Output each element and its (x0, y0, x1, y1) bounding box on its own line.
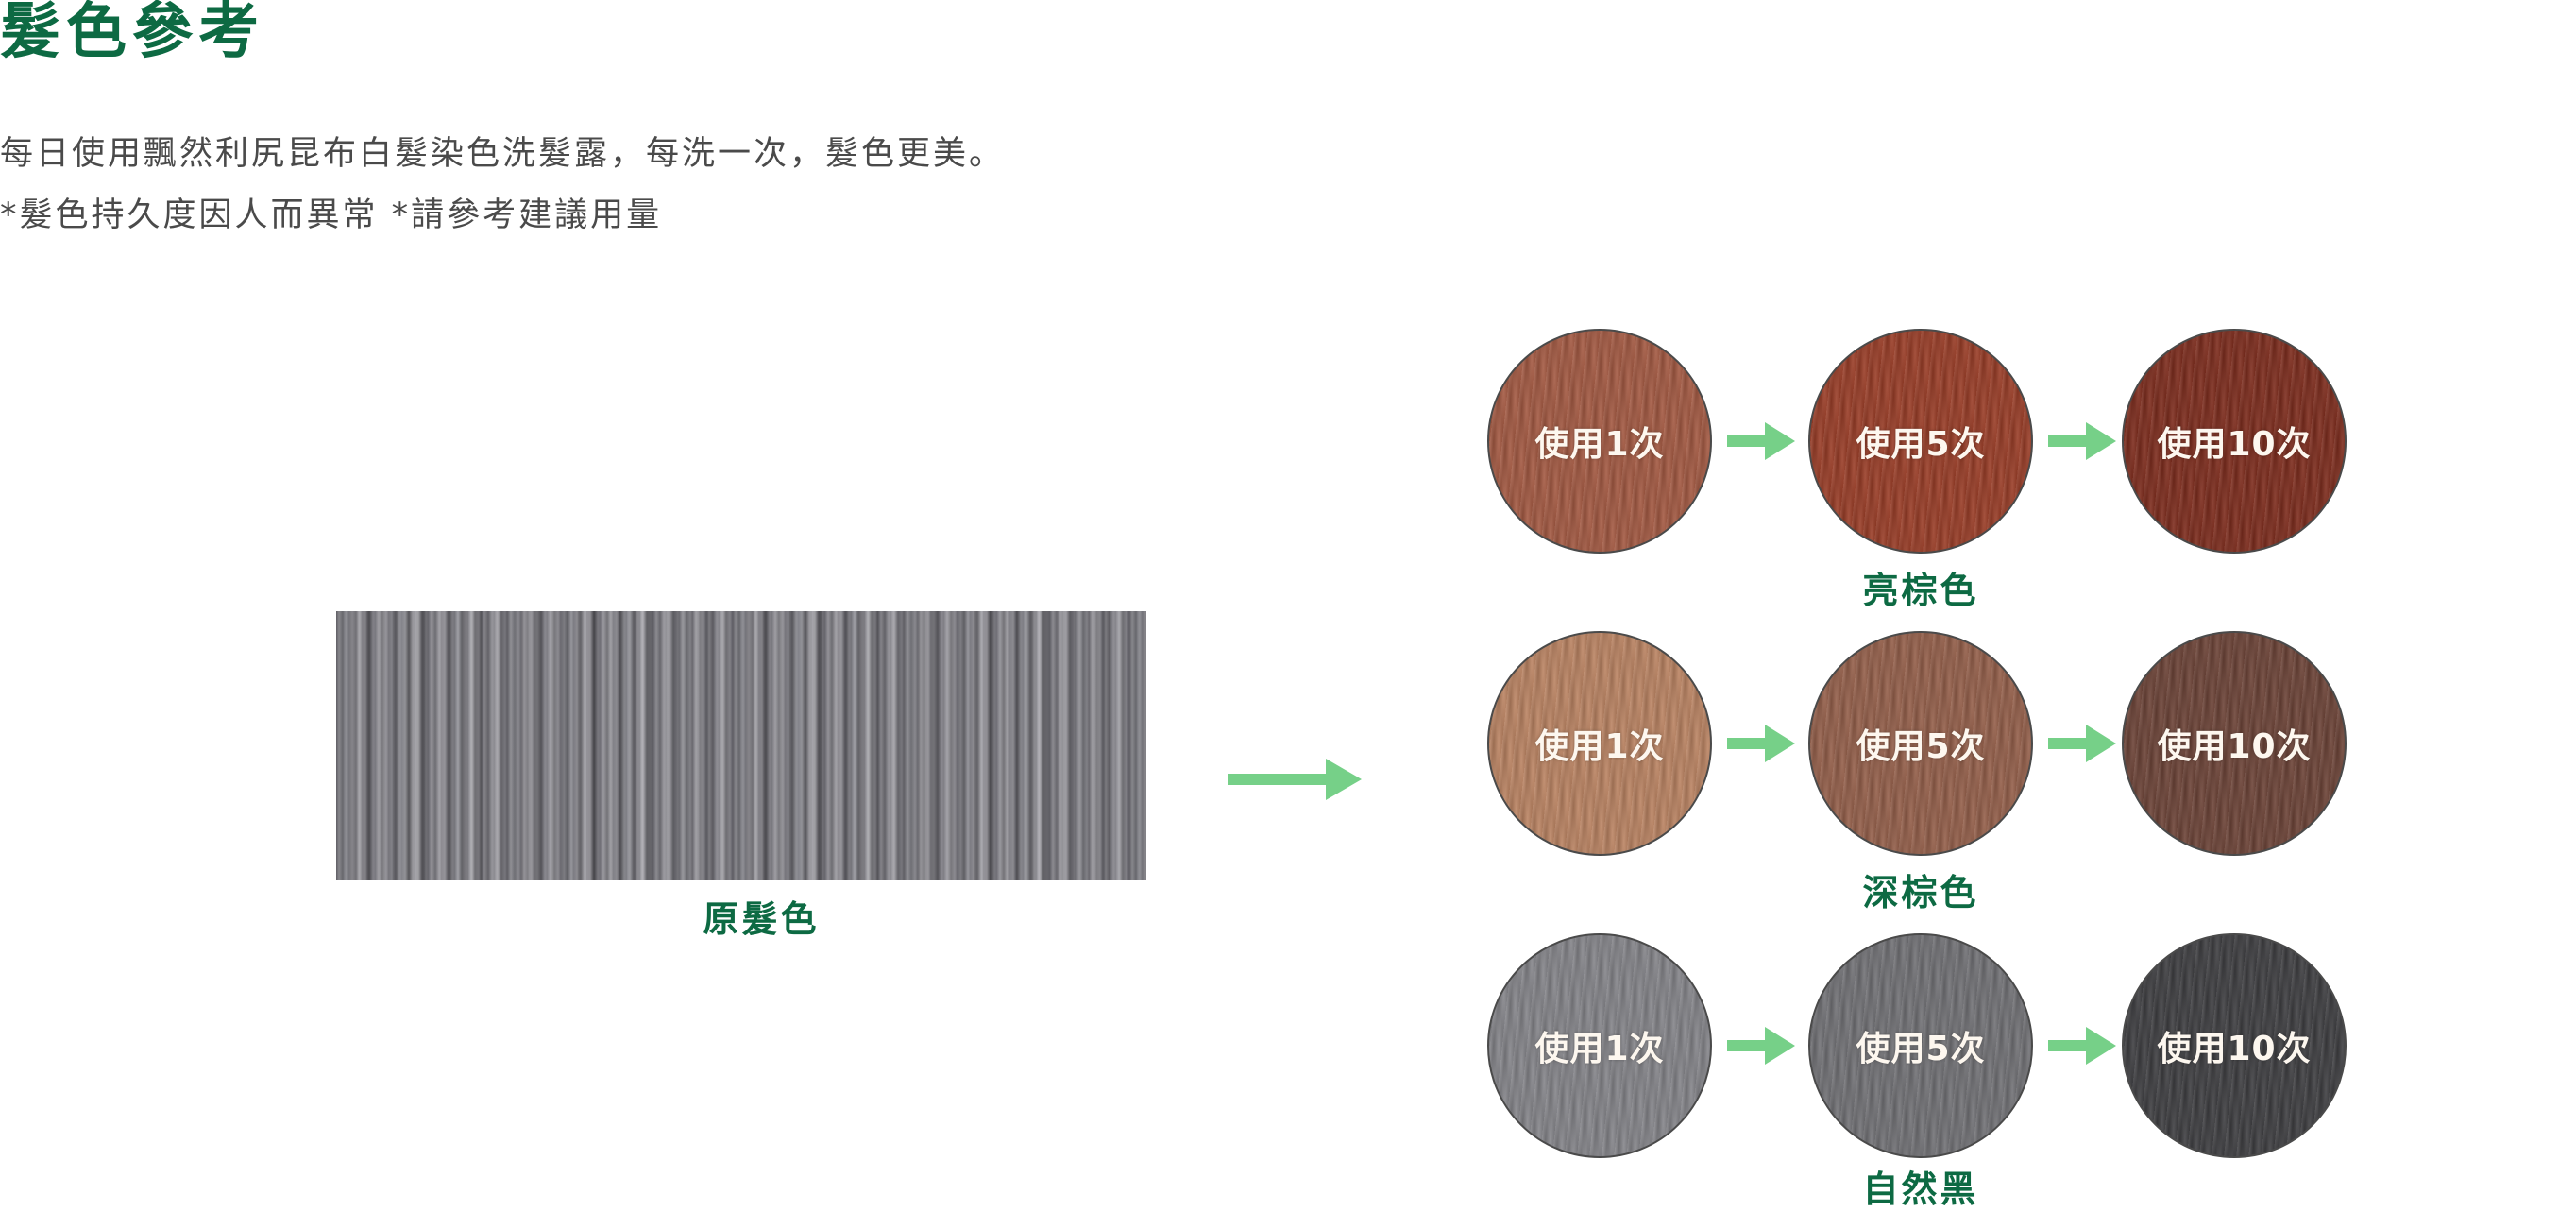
swatch-natural-black-5: 使用5次 (1808, 933, 2033, 1158)
arrow-right-icon (2048, 1027, 2116, 1065)
group-label-light-brown: 亮棕色 (1862, 570, 1979, 611)
swatch-light-brown-1: 使用1次 (1487, 329, 1712, 554)
swatch-natural-black-1: 使用1次 (1487, 933, 1712, 1158)
group-label-dark-brown: 深棕色 (1862, 872, 1979, 913)
original-hair-label: 原髮色 (703, 898, 820, 940)
swatch-dark-brown-10: 使用10次 (2122, 631, 2347, 856)
swatch-label: 使用1次 (1534, 425, 1665, 464)
arrow-right-icon (1228, 759, 1362, 800)
swatch-label: 使用10次 (2157, 425, 2312, 464)
arrow-right-icon (2048, 725, 2116, 762)
swatch-light-brown-5: 使用5次 (1808, 329, 2033, 554)
arrow-right-icon (1727, 1027, 1795, 1065)
swatch-label: 使用10次 (2157, 727, 2312, 766)
page-title: 髮色參考 (0, 0, 264, 67)
swatch-label: 使用5次 (1856, 425, 1986, 464)
arrow-right-icon (2048, 422, 2116, 460)
swatch-label: 使用1次 (1534, 727, 1665, 766)
swatch-label: 使用5次 (1856, 727, 1986, 766)
intro-text: 每日使用飄然利尻昆布白髮染色洗髮露，每洗一次，髮色更美。 (0, 135, 1006, 173)
arrow-right-icon (1727, 422, 1795, 460)
swatch-light-brown-10: 使用10次 (2122, 329, 2347, 554)
disclaimer-text: *髮色持久度因人而異常 *請參考建議用量 (0, 196, 663, 234)
swatch-dark-brown-1: 使用1次 (1487, 631, 1712, 856)
swatch-natural-black-10: 使用10次 (2122, 933, 2347, 1158)
original-hair-image (336, 611, 1146, 880)
swatch-label: 使用1次 (1534, 1030, 1665, 1068)
arrow-right-icon (1727, 725, 1795, 762)
swatch-label: 使用5次 (1856, 1030, 1986, 1068)
group-label-natural-black: 自然黑 (1862, 1169, 1979, 1210)
swatch-dark-brown-5: 使用5次 (1808, 631, 2033, 856)
swatch-label: 使用10次 (2157, 1030, 2312, 1068)
